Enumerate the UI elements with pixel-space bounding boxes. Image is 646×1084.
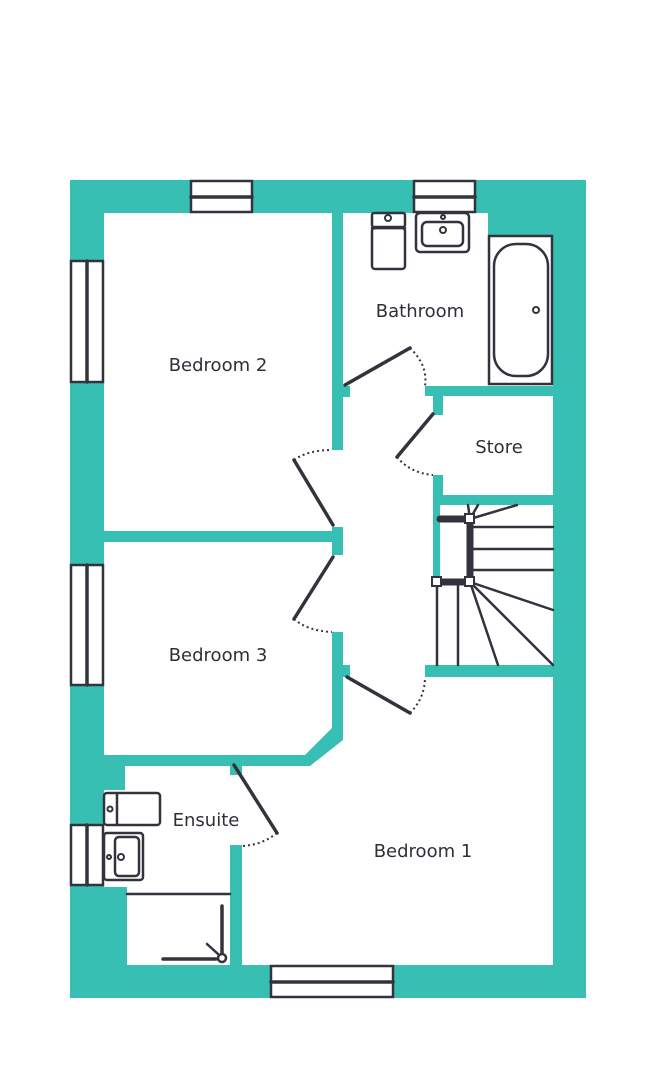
staircase: [431, 503, 555, 667]
toilet-icon: [370, 211, 407, 271]
room-label-store: Store: [475, 437, 523, 458]
toilet-icon: [102, 791, 162, 827]
bathtub-icon: [487, 234, 554, 386]
basin-icon: [102, 831, 145, 882]
basin-icon: [414, 211, 471, 254]
windows: [69, 179, 477, 999]
interior: [104, 213, 553, 965]
room-label-ensuite: Ensuite: [173, 810, 240, 831]
room-label-bedroom3: Bedroom 3: [169, 645, 268, 666]
interior-walls: [104, 213, 553, 965]
room-label-bathroom: Bathroom: [376, 301, 464, 322]
wall: [104, 766, 125, 790]
doors: [232, 346, 435, 847]
wall: [488, 213, 553, 235]
room-label-bedroom1: Bedroom 1: [374, 841, 473, 862]
room-label-bedroom2: Bedroom 2: [169, 355, 268, 376]
wall: [104, 887, 127, 965]
shower-icon: [125, 892, 232, 964]
